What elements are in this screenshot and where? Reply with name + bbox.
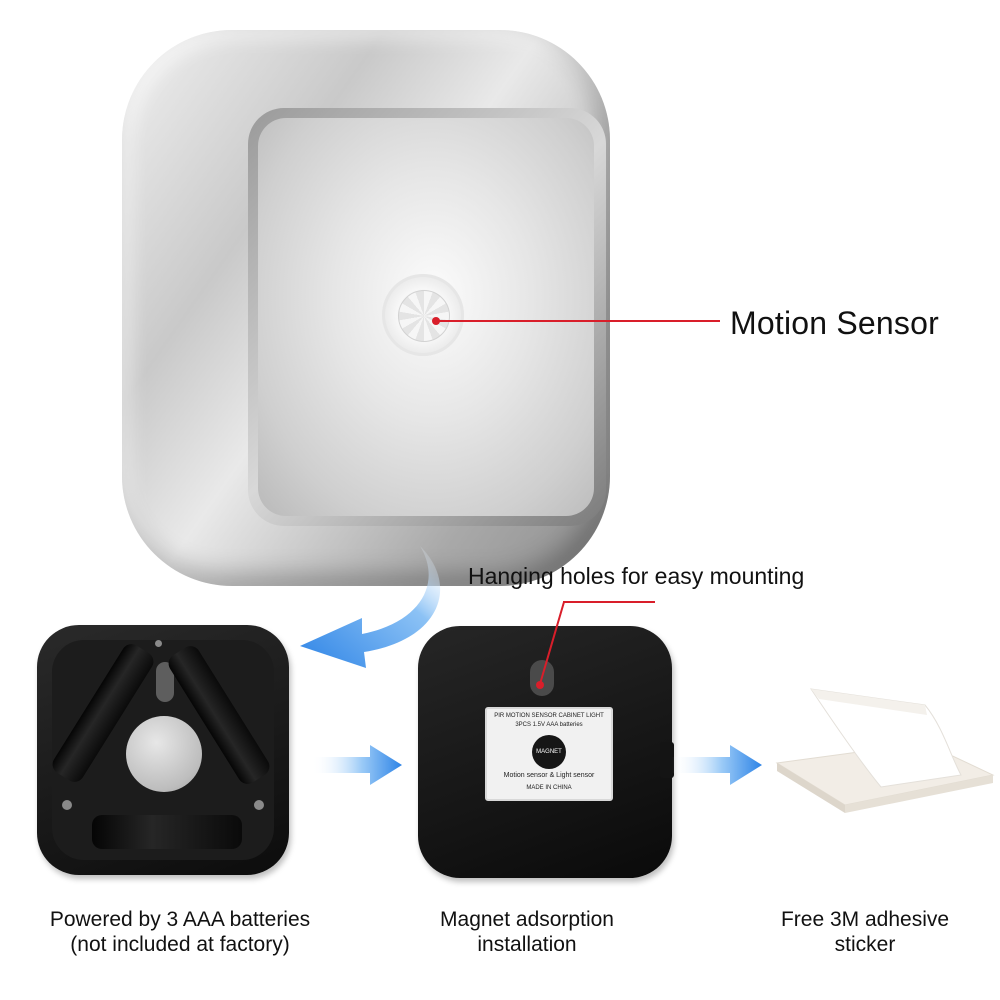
- adhesive-sticker: [775, 688, 995, 813]
- caption-batteries-line1: Powered by 3 AAA batteries: [49, 908, 311, 931]
- caption-magnet-line2: installation: [477, 933, 577, 956]
- hanging-hole: [156, 662, 174, 702]
- hanging-holes-label: Hanging holes for easy mounting: [468, 563, 805, 589]
- caption-sticker-line2: sticker: [834, 933, 896, 956]
- curved-arrow-icon: [300, 546, 441, 668]
- cable: [660, 742, 674, 778]
- caption-batteries: Powered by 3 AAA batteries (not included…: [10, 907, 350, 957]
- callout-line-hanging-holes-diagonal: [536, 601, 565, 689]
- product-label-title: PIR MOTION SENSOR CABINET LIGHT: [494, 713, 604, 719]
- product-label-features: Motion sensor & Light sensor: [503, 772, 595, 779]
- caption-magnet: Magnet adsorption installation: [397, 907, 657, 957]
- callout-line-motion-sensor: [436, 320, 720, 322]
- screw-icon: [62, 800, 72, 810]
- motion-sensor-label: Motion Sensor: [730, 305, 939, 341]
- battery-bottom: [92, 815, 242, 849]
- caption-sticker: Free 3M adhesive sticker: [740, 907, 990, 957]
- product-label: PIR MOTION SENSOR CABINET LIGHT 3PCS 1.5…: [485, 707, 613, 801]
- arrow-right-icon: [672, 745, 762, 785]
- screw-icon: [155, 640, 162, 647]
- arrow-right-icon: [312, 745, 402, 785]
- caption-batteries-line2: (not included at factory): [70, 933, 290, 956]
- caption-sticker-line1: Free 3M adhesive: [780, 908, 950, 931]
- magnet-disc: [126, 716, 202, 792]
- caption-magnet-line1: Magnet adsorption: [440, 908, 614, 931]
- product-label-battery: 3PCS 1.5V AAA batteries: [515, 722, 583, 728]
- product-label-origin: MADE IN CHINA: [526, 785, 572, 791]
- magnet-badge: MAGNET: [532, 735, 566, 769]
- callout-line-hanging-holes: [563, 601, 655, 603]
- screw-icon: [254, 800, 264, 810]
- motion-sensor-lens: [398, 290, 450, 342]
